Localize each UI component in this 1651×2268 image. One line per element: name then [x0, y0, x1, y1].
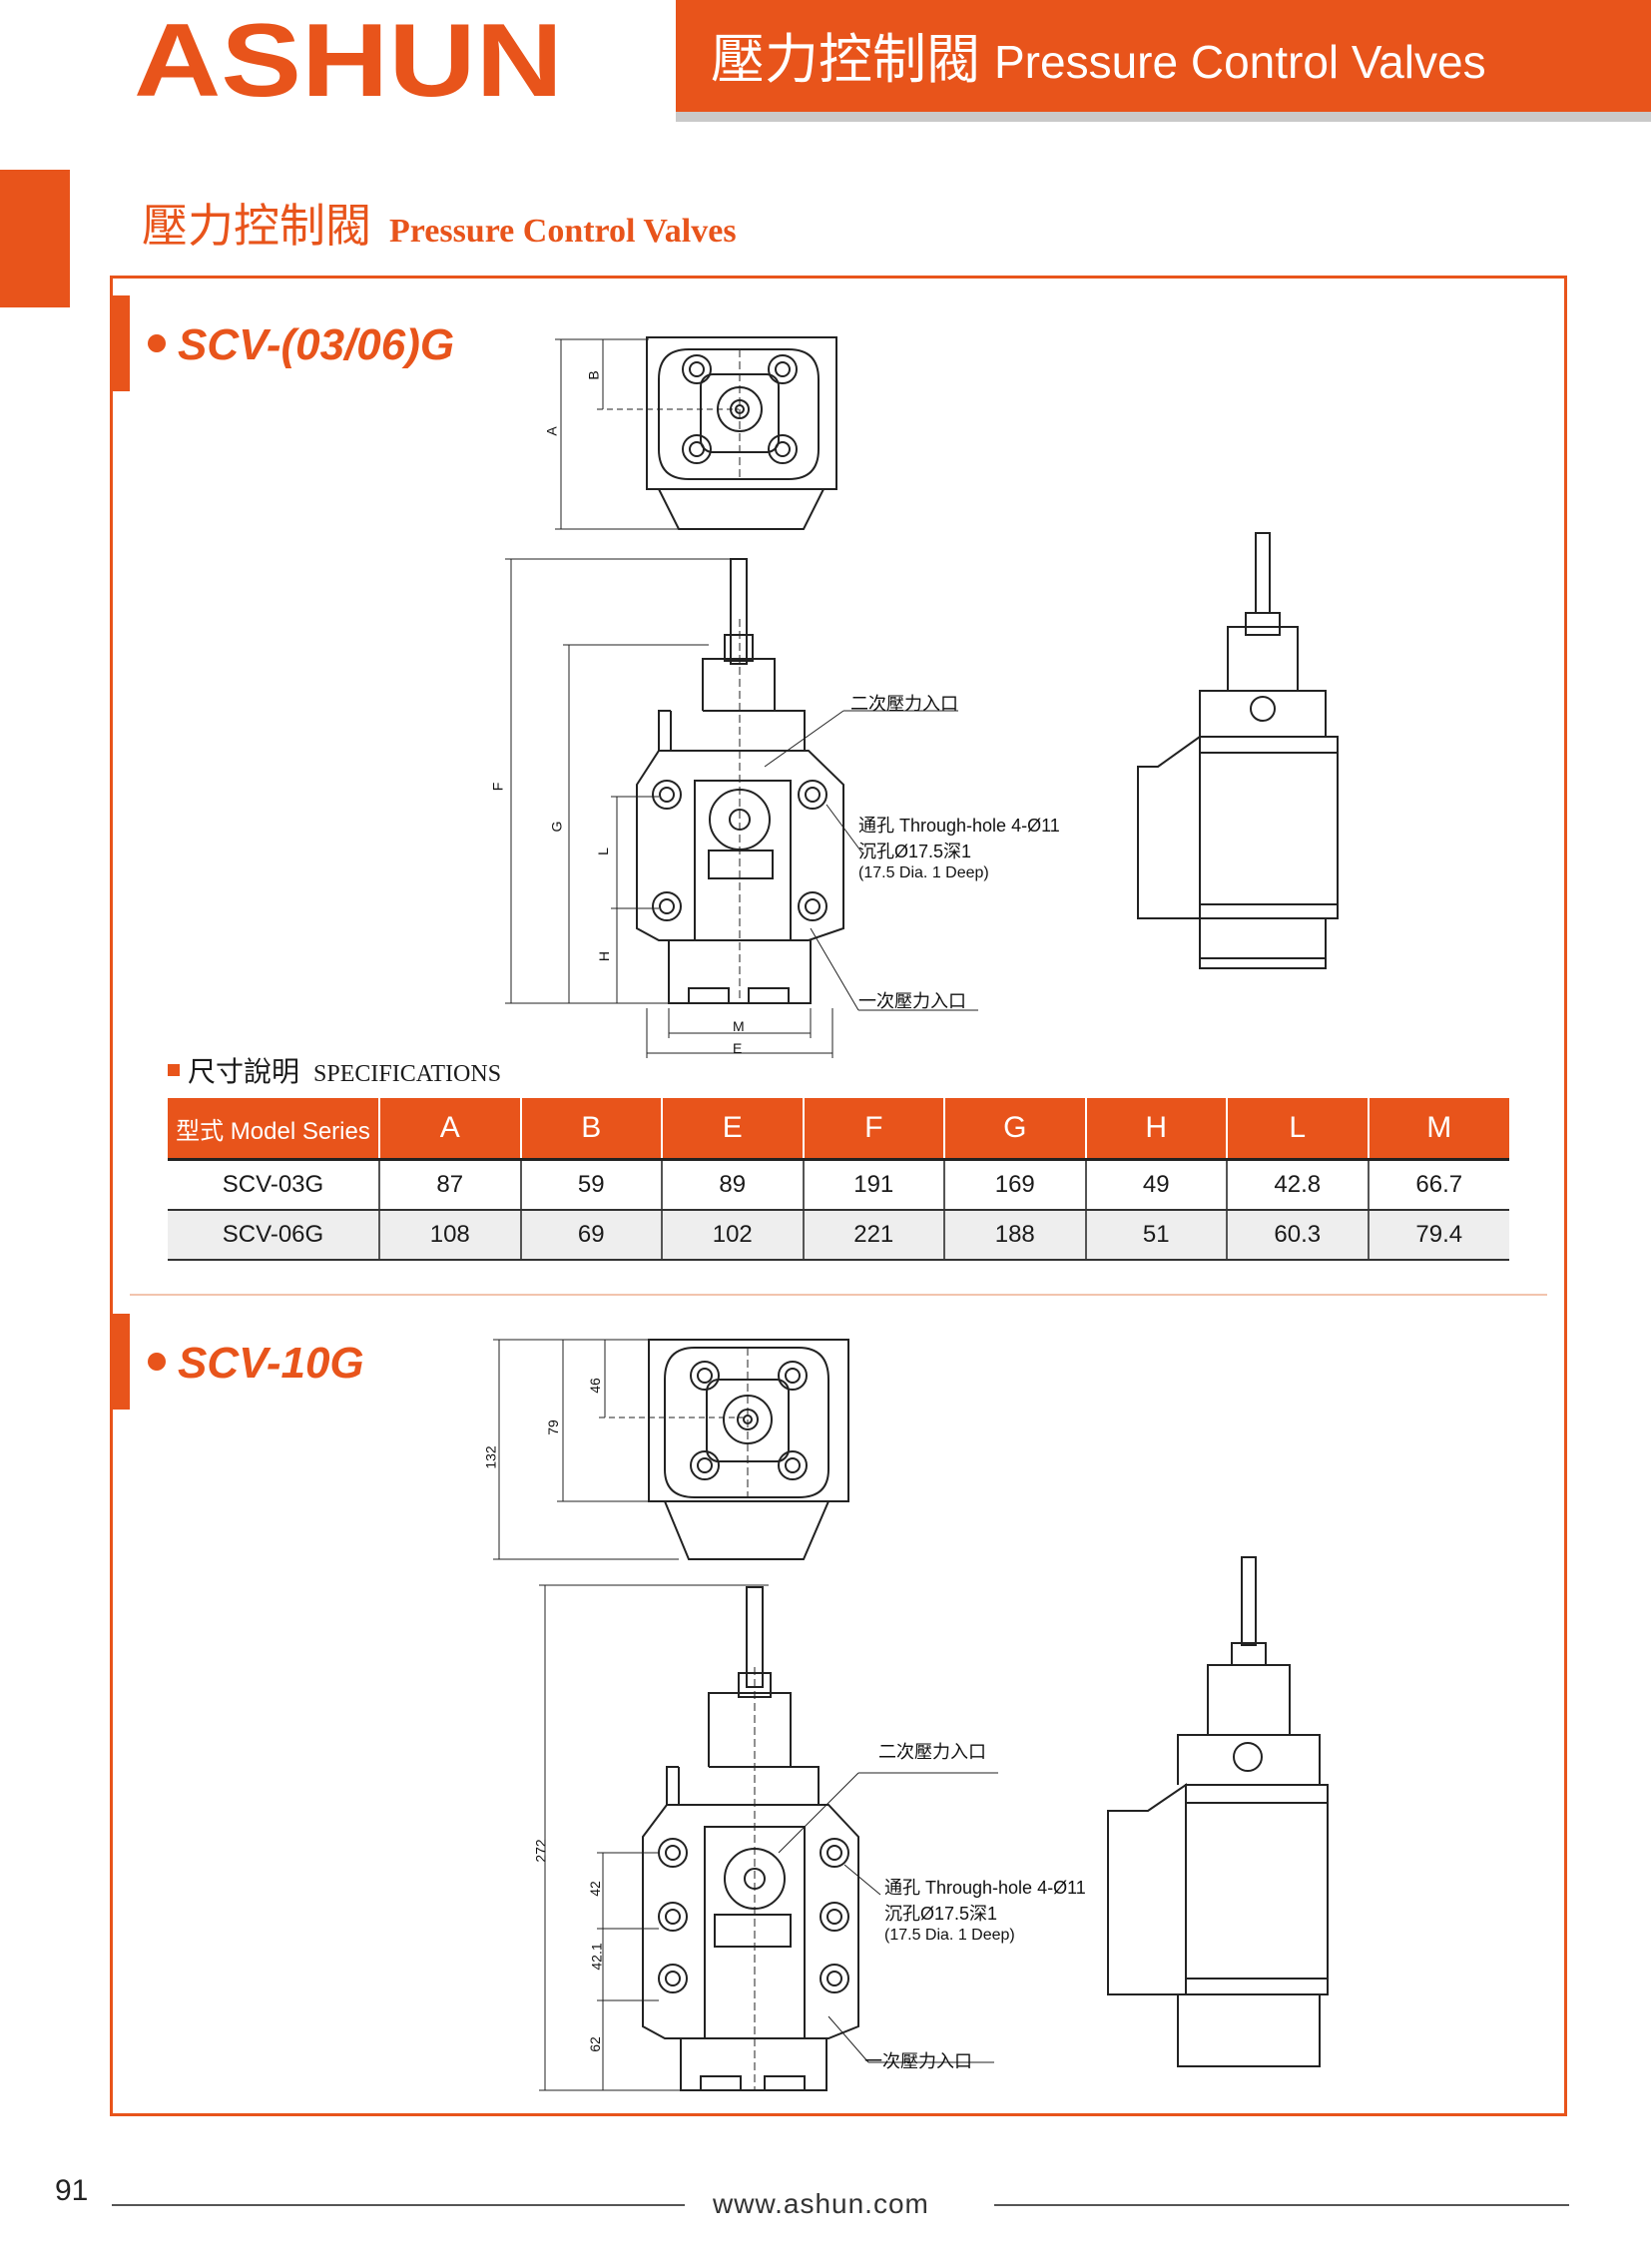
model2-marker — [112, 1314, 130, 1410]
model2-dim-62: 62 — [586, 2036, 603, 2052]
model1-dim-f: F — [489, 782, 506, 792]
model1-callout-secondary: 二次壓力入口 — [850, 694, 958, 714]
header-bar-shadow — [676, 112, 1651, 122]
model2-dim-46: 46 — [586, 1378, 603, 1394]
model2-dim-132: 132 — [482, 1445, 499, 1469]
model2-title-text: SCV-10G — [178, 1339, 364, 1388]
model2-callout-through-hole: 通孔 Through-hole 4-Ø11 — [884, 1878, 1086, 1898]
specs-title-en: SPECIFICATIONS — [313, 1061, 502, 1087]
footer-line-right — [994, 2204, 1569, 2206]
row-cell: 108 — [378, 1210, 521, 1261]
row-cell: 87 — [378, 1158, 521, 1211]
model2-callout-primary: 一次壓力入口 — [864, 2051, 972, 2071]
model1-title-text: SCV-(03/06)G — [178, 320, 455, 369]
model1-dim-m: M — [733, 1018, 745, 1034]
model1-side-view — [1137, 532, 1339, 969]
specs-header-cell: M — [1367, 1098, 1509, 1160]
footer-line-left — [112, 2204, 685, 2206]
page-number: 91 — [55, 2174, 89, 2207]
model2-callout-secondary: 二次壓力入口 — [878, 1742, 986, 1762]
model1-dim-l: L — [594, 848, 611, 855]
specs-square-icon — [168, 1063, 180, 1076]
model1-front-view — [505, 558, 978, 1058]
model1-callout-primary: 一次壓力入口 — [858, 991, 966, 1011]
specs-header-cell: B — [519, 1098, 662, 1160]
model2-front-view — [539, 1584, 998, 2091]
specs-table: 型式 Model Series A B E F G H L M SCV-03G … — [168, 1098, 1509, 1261]
content-frame — [110, 276, 1567, 2116]
model2-title: SCV-10G — [148, 1334, 364, 1394]
specs-title-zh: 尺寸說明 — [188, 1056, 300, 1087]
row-cell: 59 — [519, 1158, 662, 1211]
header-bar — [676, 0, 1651, 112]
row-cell: 66.7 — [1367, 1158, 1509, 1211]
specs-header-model: 型式 Model Series — [168, 1098, 379, 1160]
row-cell: 102 — [661, 1210, 804, 1261]
header-title: 壓力控制閥 Pressure Control Valves — [711, 30, 1486, 92]
section-divider — [130, 1294, 1547, 1296]
row-cell: 49 — [1084, 1158, 1227, 1211]
bullet-dot — [148, 1353, 166, 1372]
header-title-en: Pressure Control Valves — [994, 36, 1486, 88]
row-cell: 191 — [802, 1158, 944, 1211]
model1-callout-counterbore: 沉孔Ø17.5深1 — [858, 842, 972, 861]
row-cell: 69 — [519, 1210, 662, 1261]
model1-top-view — [555, 336, 837, 530]
model2-callout-counterbore: 沉孔Ø17.5深1 — [884, 1904, 998, 1924]
specs-header-cell: G — [943, 1098, 1086, 1160]
specs-header-row: 型式 Model Series A B E F G H L M — [168, 1098, 1509, 1160]
model1-dim-e: E — [733, 1040, 743, 1056]
specs-header-cell: F — [802, 1098, 944, 1160]
model1-callout-through-hole: 通孔 Through-hole 4-Ø11 — [858, 816, 1060, 836]
row-model: SCV-03G — [168, 1158, 379, 1211]
table-row: SCV-06G 108 69 102 221 188 51 60.3 79.4 — [168, 1210, 1509, 1261]
model2-top-view — [493, 1339, 849, 1560]
section-title: 壓力控制閥 Pressure Control Valves — [142, 198, 737, 260]
row-model: SCV-06G — [168, 1210, 379, 1261]
model1-marker — [112, 295, 130, 391]
model1-dim-a: A — [543, 426, 560, 436]
model2-callout-counterbore-en: (17.5 Dia. 1 Deep) — [884, 1927, 1015, 1944]
model2-dim-272: 272 — [532, 1839, 549, 1863]
section-title-en: Pressure Control Valves — [389, 213, 737, 250]
row-cell: 60.3 — [1226, 1210, 1369, 1261]
specs-header-cell: H — [1084, 1098, 1227, 1160]
model1-dim-h: H — [596, 950, 613, 962]
row-cell: 188 — [943, 1210, 1086, 1261]
specs-header-cell: E — [661, 1098, 804, 1160]
model2-dim-42-1: 42.1 — [588, 1943, 605, 1971]
model1-dim-b: B — [585, 370, 602, 380]
bullet-dot — [148, 334, 166, 353]
specs-header-cell: L — [1226, 1098, 1369, 1160]
table-row: SCV-03G 87 59 89 191 169 49 42.8 66.7 — [168, 1158, 1509, 1211]
row-cell: 169 — [943, 1158, 1086, 1211]
footer-url[interactable]: www.ashun.com — [713, 2188, 929, 2219]
row-cell: 51 — [1084, 1210, 1227, 1261]
side-tab — [0, 170, 70, 307]
ashun-logo: ASHUN — [134, 3, 563, 119]
specs-header-cell: A — [378, 1098, 521, 1160]
header-title-zh: 壓力控制閥 — [711, 30, 980, 90]
model2-dim-42: 42 — [586, 1881, 603, 1897]
row-cell: 221 — [802, 1210, 944, 1261]
row-cell: 89 — [661, 1158, 804, 1211]
section-title-zh: 壓力控制閥 — [142, 200, 371, 252]
model2-side-view — [1107, 1556, 1329, 2067]
row-cell: 42.8 — [1226, 1158, 1369, 1211]
model1-title: SCV-(03/06)G — [148, 315, 454, 375]
specs-title: 尺寸說明 SPECIFICATIONS — [168, 1052, 501, 1094]
model1-dim-g: G — [548, 821, 565, 833]
model2-dim-79: 79 — [544, 1419, 561, 1435]
model1-callout-counterbore-en: (17.5 Dia. 1 Deep) — [858, 864, 989, 881]
logo-text: ASHUN — [134, 3, 563, 119]
row-cell: 79.4 — [1367, 1210, 1509, 1261]
